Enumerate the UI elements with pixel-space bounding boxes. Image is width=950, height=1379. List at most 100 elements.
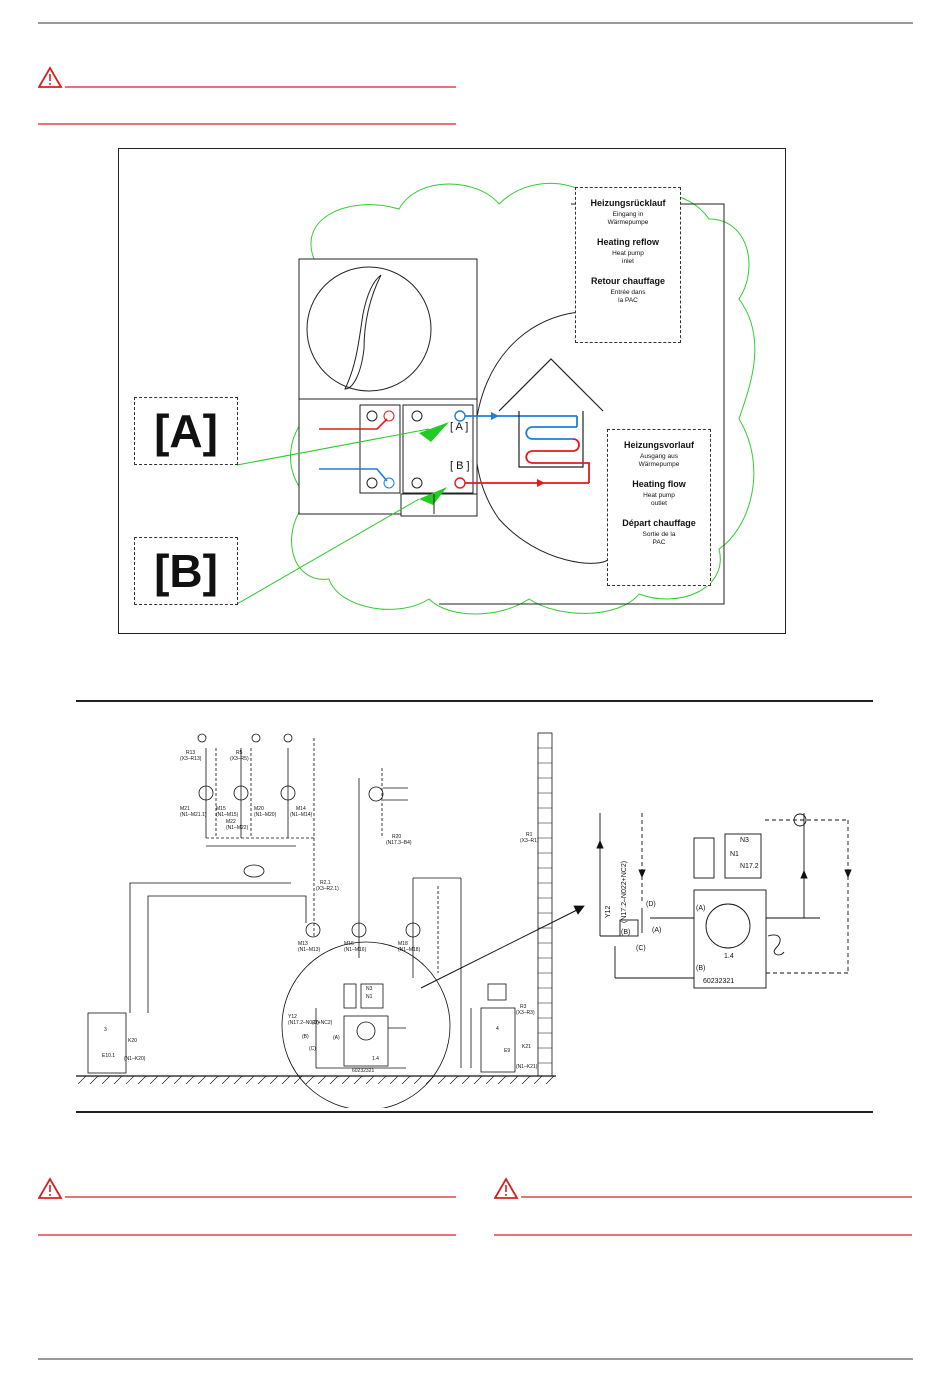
label-port-a: (A) (333, 1035, 340, 1041)
legend-heading: Heating flow (632, 479, 686, 489)
legend-sub: Entrée dans (610, 289, 646, 296)
detail-port-a-left: (A) (652, 927, 661, 934)
label-m14-ref: (N1–M14) (290, 812, 313, 818)
label-r21: R2.1 (320, 880, 331, 886)
figure2-bottom-rule (76, 1111, 873, 1113)
label-n3: N3 (366, 986, 373, 992)
label-m14: M14 (296, 806, 306, 812)
label-m22: M22 (226, 819, 236, 825)
port-a-circle (454, 410, 466, 422)
label-k20-ref: (N1–K20) (124, 1056, 146, 1062)
detail-unit-code: 60232321 (703, 978, 734, 985)
label-r1: R1 (526, 832, 533, 838)
detail-view: Y12 (N17.2–N022+NC2) (D) (A) (A) (B) (B)… (596, 813, 852, 989)
label-k21-ref: (N1–K21) (516, 1064, 538, 1070)
warning-icon (37, 1177, 456, 1236)
label-port-d: (D) (312, 1020, 319, 1026)
detail-y12: Y12 (605, 905, 612, 918)
label-unit-num: 1.4 (372, 1056, 379, 1062)
label-port-b: (B) (302, 1034, 309, 1040)
label-m16: M16 (344, 941, 354, 947)
callout-box-a: [A] (134, 397, 238, 465)
label-r13: R13 (186, 750, 195, 756)
label-m18-ref: (N1–M18) (398, 947, 421, 953)
label-m20: M20 (254, 806, 264, 812)
legend-heading: Heizungsvorlauf (623, 440, 694, 450)
legend-sub: outlet (651, 500, 667, 507)
detail-unit-num: 1.4 (724, 953, 734, 960)
legend-sub: inlet (622, 258, 634, 265)
label-e9: E9 (504, 1048, 510, 1054)
label-y12-ref: (N17.2–N022+NC2) (288, 1020, 333, 1026)
label-port-c: (C) (309, 1046, 316, 1052)
label-r21-ref: (X3–R2.1) (316, 886, 339, 892)
detail-n17: N17.2 (740, 863, 759, 870)
legend-sub: Sortie de la (642, 531, 676, 538)
label-m16-ref: (N1–M16) (344, 947, 367, 953)
label-unit-code: 60232321 (352, 1068, 374, 1074)
detail-port-b-left: (B) (621, 929, 630, 936)
hydraulic-schematic: R13 (X3–R13) R5 (X3–R5) M21 (N1–M21.1) M… (76, 732, 585, 1108)
footer-rule (38, 1358, 913, 1360)
label-r20: R20 (392, 834, 401, 840)
legend-sub: la PAC (618, 297, 638, 304)
label-e10: E10.1 (102, 1053, 115, 1059)
detail-port-a-right: (A) (696, 905, 705, 912)
label-m20-ref: (N1–M20) (254, 812, 277, 818)
figure2-top-rule (76, 700, 873, 702)
legend-sub: Heat pump (643, 492, 675, 499)
detail-n3: N3 (740, 837, 749, 844)
legend-heading: Départ chauffage (622, 518, 696, 528)
label-y12: Y12 (288, 1014, 297, 1020)
warning-block-top (37, 65, 458, 129)
label-r5: R5 (236, 750, 243, 756)
detail-port-d: (D) (646, 901, 656, 908)
label-m15: M15 (216, 806, 226, 812)
label-circle4: 4 (496, 1026, 499, 1032)
callout-box-b: [B] (134, 537, 238, 605)
label-m22-ref: (N1–M22) (226, 825, 249, 831)
port-b-label: [ B ] (450, 460, 470, 472)
label-n1: N1 (366, 994, 373, 1000)
label-r13-ref: (X3–R13) (180, 756, 202, 762)
header-rule (38, 22, 913, 24)
label-r5-ref: (X3–R5) (230, 756, 249, 762)
cloud-outline (290, 182, 756, 615)
label-m13: M13 (298, 941, 308, 947)
legend-sub: Heat pump (612, 250, 644, 257)
warning-block-bottom-left (37, 1176, 458, 1240)
label-m18: M18 (398, 941, 408, 947)
label-r3: R3 (520, 1004, 527, 1010)
label-r3-ref: (X3–R3) (516, 1010, 535, 1016)
label-r20-ref: (N17.3–B4) (386, 840, 412, 846)
detail-n1: N1 (730, 851, 739, 858)
callout-b-label: [B] (154, 545, 218, 597)
detail-port-b-right: (B) (696, 965, 705, 972)
callout-a-label: [A] (154, 405, 218, 457)
label-m13-ref: (N1–M13) (298, 947, 321, 953)
warning-icon (37, 66, 456, 125)
warning-icon (493, 1177, 912, 1236)
legend-heading: Retour chauffage (590, 276, 665, 286)
label-m21: M21 (180, 806, 190, 812)
label-circle3: 3 (104, 1027, 107, 1033)
label-k20: K20 (128, 1038, 137, 1044)
detail-y12-ref: (N17.2–N022+NC2) (621, 861, 628, 923)
legend-heading: Heating reflow (596, 237, 659, 247)
legend-heading: Heizungsrücklauf (590, 198, 666, 208)
legend-sub: Ausgang aus (640, 453, 678, 460)
port-a-label: [ A ] (450, 421, 469, 433)
legend-sub: PAC (652, 539, 666, 546)
label-m21-ref: (N1–M21.1) (180, 812, 207, 818)
detail-port-c: (C) (636, 945, 646, 952)
warning-block-bottom-right (493, 1176, 914, 1240)
label-m15-ref: (N1–M15) (216, 812, 239, 818)
connection-diagram-frame: [A] [B] [ A ] [ B ] Heizungsrücklauf Ein… (118, 148, 786, 634)
legend-sub: Wärmepumpe (607, 219, 649, 226)
legend-sub: Eingang in (612, 211, 644, 218)
label-r1-ref: (X3–R1) (520, 838, 539, 844)
label-k21: K21 (522, 1044, 531, 1050)
legend-sub: Wärmepumpe (638, 461, 680, 468)
